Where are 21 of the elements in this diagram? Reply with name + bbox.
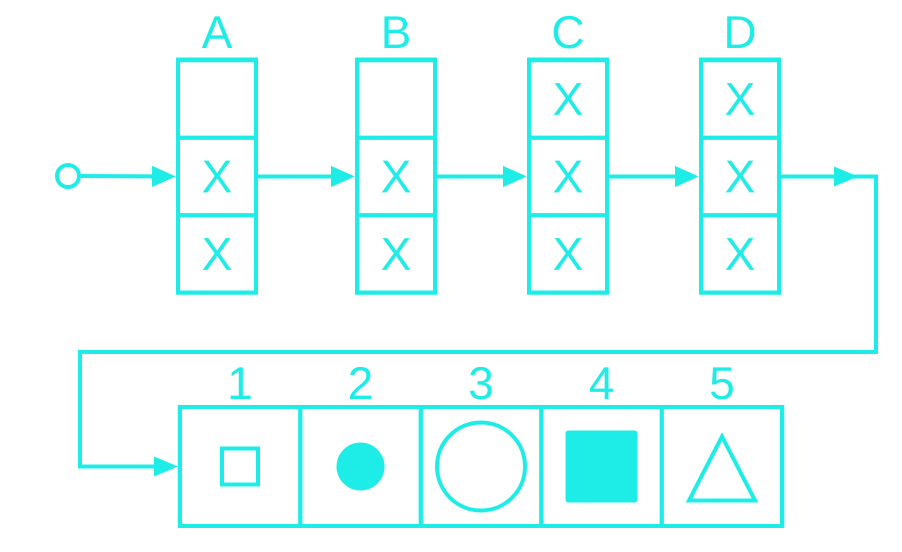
letter-cell: X [699, 213, 781, 295]
node-label: 2 [350, 366, 371, 400]
letter-cell: X [355, 213, 437, 295]
letter-cell: X [176, 213, 258, 295]
arrow [78, 166, 878, 476]
column-heading: C [554, 16, 583, 48]
node-label: 5 [711, 367, 733, 400]
column-heading: A [202, 16, 232, 48]
start-circle [55, 163, 81, 189]
letter-cell: X [699, 58, 781, 140]
column-heading: B [384, 16, 409, 48]
letter-cell: X [176, 136, 258, 218]
letter-cell: X [527, 136, 609, 218]
letter-cell: X [527, 58, 609, 140]
letter-cell: X [699, 136, 781, 218]
letter-cell: X [355, 136, 437, 218]
node-label: 1 [230, 367, 251, 400]
node-label: 3 [470, 366, 492, 400]
node-label: 4 [590, 367, 613, 400]
column-heading: D [727, 16, 754, 48]
letter-cell: X [527, 213, 609, 295]
